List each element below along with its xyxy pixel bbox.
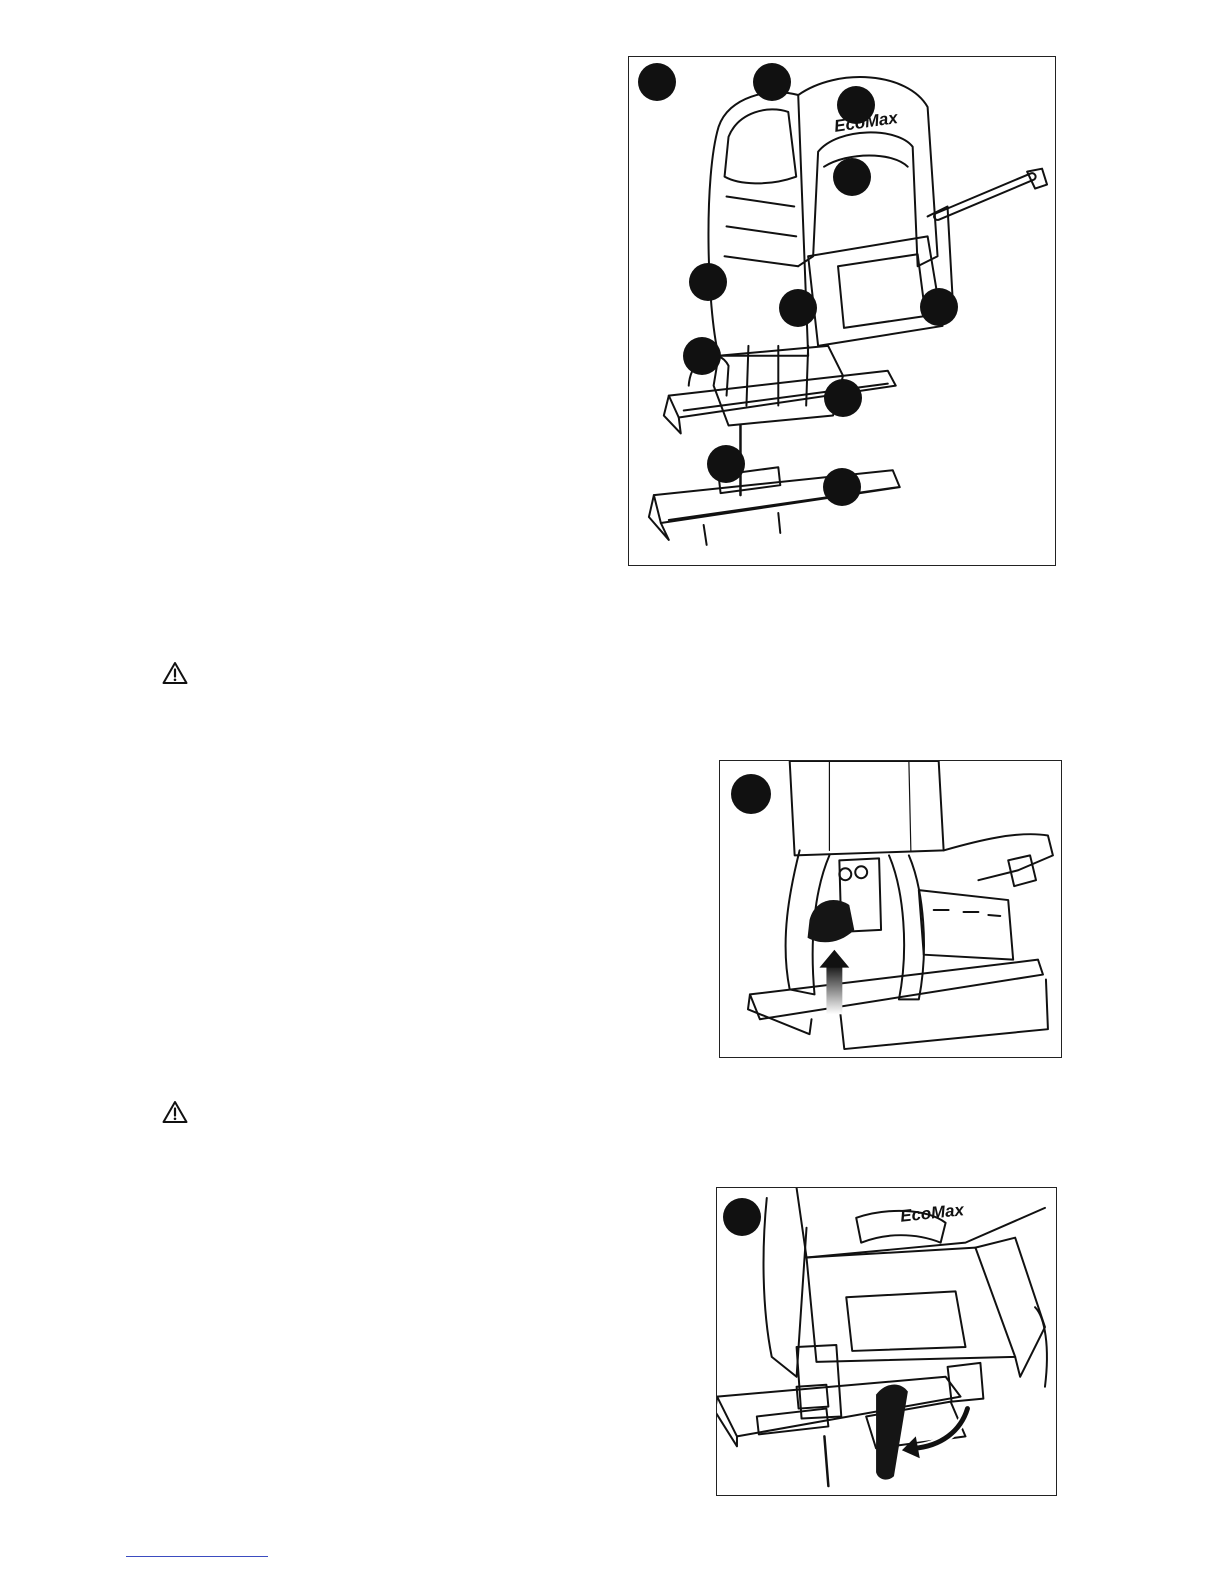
warning-triangle-icon (162, 661, 188, 685)
callout-marker (824, 379, 862, 417)
callout-marker (723, 1198, 761, 1236)
callout-marker (689, 263, 727, 301)
bevel-lever-illustration: EcoMax (717, 1188, 1056, 1495)
bevel-lever-part (876, 1385, 908, 1480)
warning-triangle-icon (162, 1100, 188, 1124)
callout-marker (753, 63, 791, 101)
callout-marker (638, 63, 676, 101)
callout-marker (920, 288, 958, 326)
callout-marker (823, 468, 861, 506)
figure-bevel-lever: EcoMax (716, 1187, 1057, 1496)
blade-guard-part (808, 900, 855, 942)
callout-marker (683, 337, 721, 375)
footer-rule (126, 1556, 268, 1557)
figure-jigsaw-overview: EcoMax (628, 56, 1056, 566)
callout-marker (731, 774, 771, 814)
callout-marker (779, 289, 817, 327)
callout-marker (833, 158, 871, 196)
callout-marker (837, 86, 875, 124)
brand-logo-text: EcoMax (899, 1200, 965, 1226)
blade-guard-insertion-illustration (720, 761, 1061, 1057)
figure-blade-guard (719, 760, 1062, 1058)
callout-marker (707, 445, 745, 483)
